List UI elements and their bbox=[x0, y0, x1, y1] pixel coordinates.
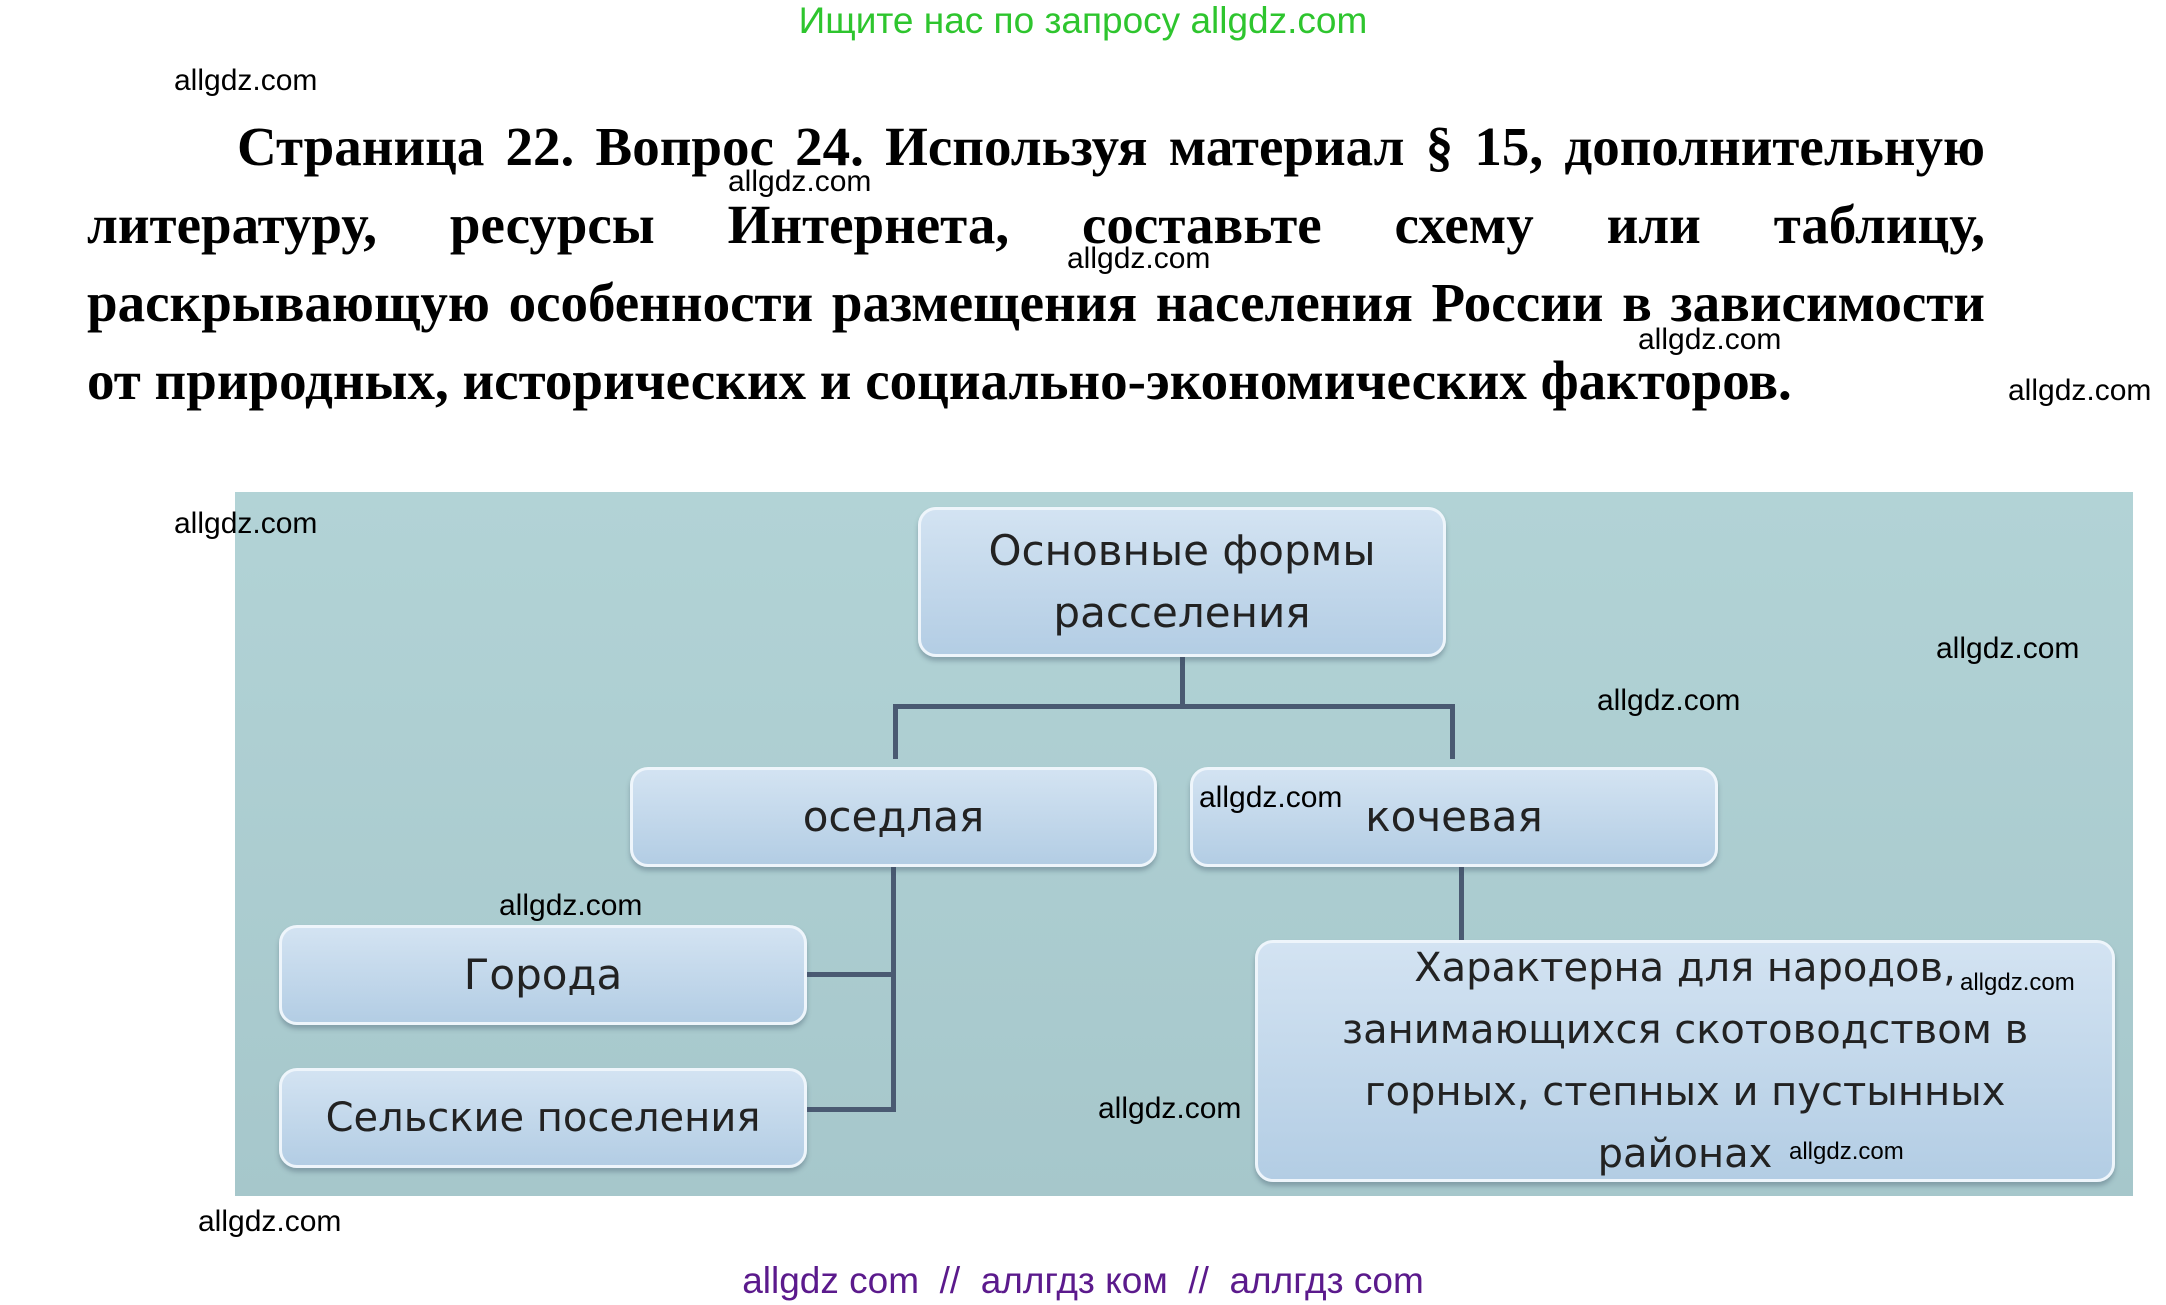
connector-to-rural bbox=[805, 1107, 896, 1112]
settled-box: оседлая bbox=[630, 767, 1157, 867]
watermark: allgdz.com bbox=[198, 1205, 342, 1238]
search-banner: Ищите нас по запросу allgdz.com bbox=[798, 0, 1368, 41]
rural-box: Сельские поселения bbox=[279, 1068, 807, 1168]
nomadic-description-box: Характерна для народов, занимающихся ско… bbox=[1255, 940, 2115, 1182]
settlement-diagram: Основные формы расселения оседлая кочева… bbox=[235, 492, 2133, 1196]
watermark: allgdz.com bbox=[1638, 323, 1782, 356]
watermark: allgdz.com bbox=[2008, 374, 2152, 407]
root-box: Основные формы расселения bbox=[918, 507, 1446, 657]
watermark: allgdz.com bbox=[1098, 1092, 1242, 1125]
watermark: allgdz.com bbox=[1789, 1138, 1904, 1165]
connector-root-down bbox=[1180, 652, 1185, 707]
connector-settled-down bbox=[891, 862, 896, 1112]
watermark: allgdz.com bbox=[174, 64, 318, 97]
nomadic-box: кочевая bbox=[1190, 767, 1718, 867]
question-text: Страница 22. Вопрос 24. Используя матери… bbox=[87, 116, 1985, 411]
watermark: allgdz.com bbox=[499, 889, 643, 922]
watermark: allgdz.com bbox=[1597, 684, 1741, 717]
connector-to-nomadic bbox=[1450, 704, 1455, 759]
connector-root-horizontal bbox=[893, 704, 1455, 709]
watermark: allgdz.com bbox=[1960, 969, 2075, 996]
connector-to-cities bbox=[805, 972, 896, 977]
watermark: allgdz.com bbox=[1936, 632, 2080, 665]
connector-nomadic-down bbox=[1459, 862, 1464, 942]
watermark: allgdz.com bbox=[1067, 242, 1211, 275]
connector-to-settled bbox=[893, 704, 898, 759]
watermark: allgdz.com bbox=[174, 507, 318, 540]
watermark: allgdz.com bbox=[728, 165, 872, 198]
cities-box: Города bbox=[279, 925, 807, 1025]
watermark: allgdz.com bbox=[1199, 781, 1343, 814]
footer-links: allgdz com // аллгдз ком // аллгдз com bbox=[742, 1260, 1424, 1301]
